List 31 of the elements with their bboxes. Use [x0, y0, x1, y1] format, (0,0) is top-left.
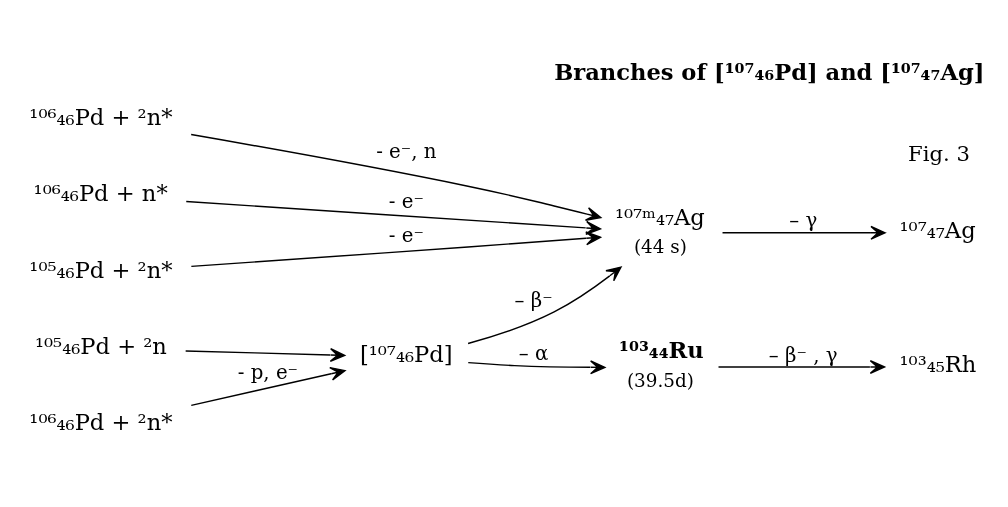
arrow — [190, 230, 602, 267]
node-text: ¹⁰⁶₄₆Pd + ²n* — [29, 103, 173, 130]
edge-label: - e⁻, n — [376, 139, 437, 163]
edge-label: – β⁻ — [514, 288, 553, 312]
arrow — [467, 359, 606, 374]
edge-label: - e⁻ — [388, 223, 424, 247]
node-label: (44 s) — [633, 235, 687, 257]
arrow — [184, 347, 346, 362]
diagram-title: Branches of [¹⁰⁷₄₆Pd] and [¹⁰⁷₄₇Ag] — [554, 58, 985, 85]
arrow — [717, 359, 886, 374]
edge-label: – β⁻ , γ — [768, 343, 838, 367]
node-text: ¹⁰⁷ᵐ₄₇Ag — [614, 203, 705, 230]
node-text: ¹⁰³₄₄Ru — [619, 336, 704, 363]
node-label: (39.5d) — [626, 369, 694, 391]
edge-label: – γ — [789, 208, 818, 232]
edge-label: - p, e⁻ — [237, 360, 299, 384]
node-text: ¹⁰⁷₄₇Ag — [899, 216, 976, 243]
node-text: ¹⁰⁵₄₆Pd + ²n — [35, 332, 167, 359]
node-text: ¹⁰⁵₄₆Pd + ²n* — [29, 256, 173, 283]
edge-label: - e⁻ — [388, 189, 424, 213]
arrow — [721, 225, 886, 240]
arrow — [190, 133, 602, 221]
node-text: ¹⁰⁶₄₆Pd + n* — [33, 179, 168, 206]
arrow — [190, 366, 346, 406]
edge-label: – α — [518, 341, 549, 365]
node-text: ¹⁰³₄₅Rh — [899, 350, 977, 377]
label: Fig. 3 — [908, 140, 970, 166]
node-text: ¹⁰⁶₄₆Pd + ²n* — [29, 408, 173, 435]
arrow — [467, 265, 622, 344]
node-text: [¹⁰⁷₄₆Pd] — [359, 340, 453, 367]
arrow — [185, 200, 602, 235]
